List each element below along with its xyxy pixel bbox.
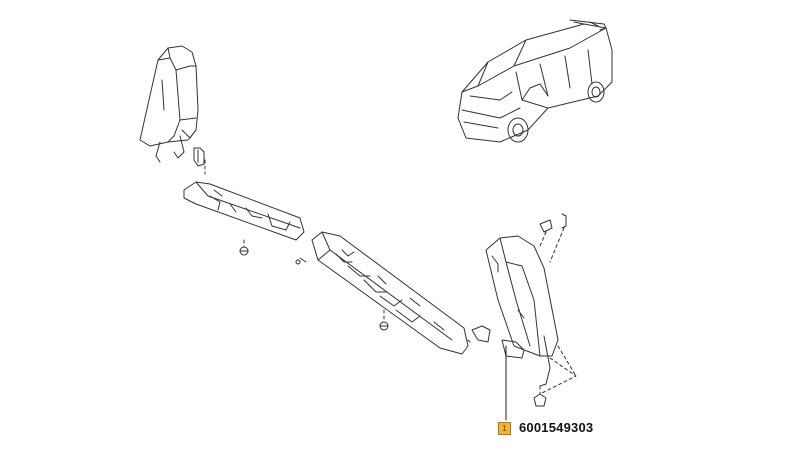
part-number-label[interactable]: 6001549303 xyxy=(519,420,594,435)
part-callout-marker[interactable]: 1 xyxy=(498,422,511,435)
car-illustration xyxy=(457,19,613,143)
center-trim-section xyxy=(295,231,469,355)
leader-lines xyxy=(204,159,577,395)
left-tail-lamp xyxy=(139,45,205,167)
left-trim-section xyxy=(183,181,305,256)
right-tail-lamp xyxy=(471,213,567,407)
